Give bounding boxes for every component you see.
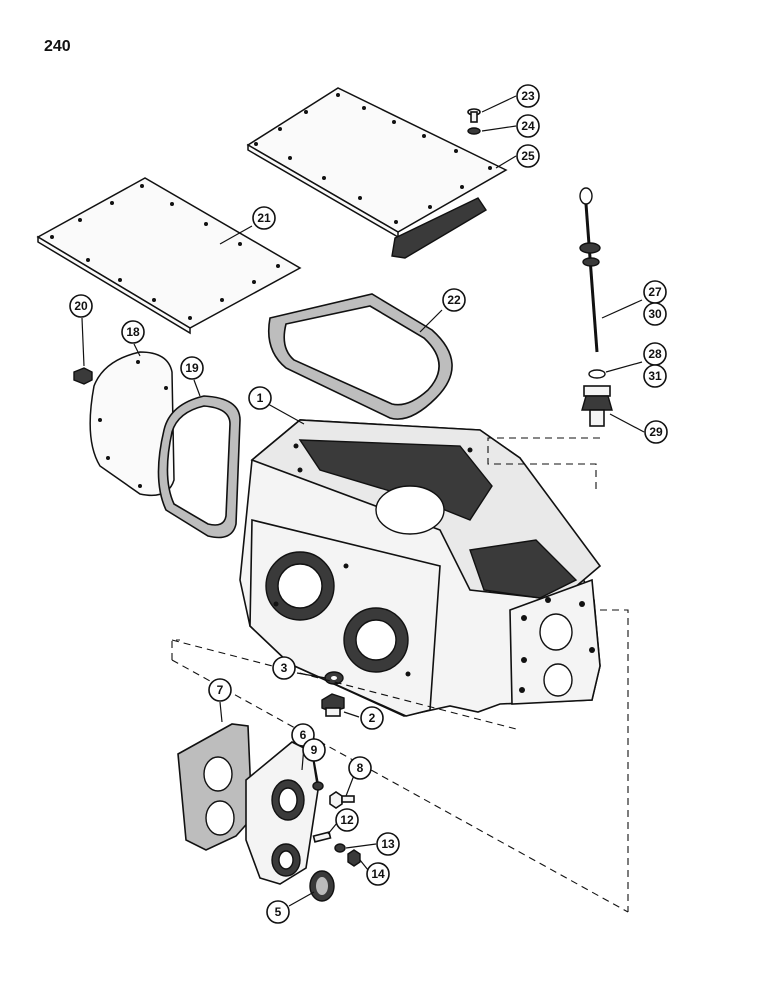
callout-label: 5: [275, 905, 282, 919]
callout-label: 9: [311, 743, 318, 757]
callout-label: 29: [649, 425, 663, 439]
callout-19: 19: [180, 356, 204, 380]
callout-21: 21: [252, 206, 276, 230]
leader-lines: [81, 95, 645, 907]
bolt-23: [467, 108, 481, 123]
washer-24: [467, 127, 481, 135]
callout-24: 24: [516, 114, 540, 138]
callout-label: 20: [74, 299, 88, 313]
callout-31: 31: [643, 364, 667, 388]
callout-1: 1: [248, 386, 272, 410]
callout-label: 25: [521, 149, 535, 163]
stud-12: [312, 831, 332, 843]
callout-2: 2: [360, 706, 384, 730]
callout-label: 6: [300, 728, 307, 742]
callout-label: 2: [369, 711, 376, 725]
gasket-22: [267, 293, 453, 420]
washer-13: [334, 843, 346, 853]
bolt-8: [329, 791, 355, 809]
alignment-lines: [171, 437, 629, 913]
seal-5: [309, 870, 335, 902]
callout-label: 31: [648, 369, 662, 383]
callout-label: 12: [340, 813, 354, 827]
callout-label: 8: [357, 761, 364, 775]
callout-12: 12: [335, 808, 359, 832]
callout-18: 18: [121, 320, 145, 344]
callout-27: 27: [643, 280, 667, 304]
callout-label: 23: [521, 89, 535, 103]
cover-plate-25: [246, 87, 508, 259]
callout-label: 18: [126, 325, 140, 339]
callout-9: 9: [302, 738, 326, 762]
callout-14: 14: [366, 862, 390, 886]
callout-25: 25: [516, 144, 540, 168]
dipstick-tube-29: [581, 385, 613, 427]
callout-29: 29: [644, 420, 668, 444]
drain-plug-2: [321, 693, 345, 717]
callout-22: 22: [442, 288, 466, 312]
gasket-7: [177, 723, 253, 851]
callout-label: 24: [521, 119, 535, 133]
callout-28: 28: [643, 342, 667, 366]
washer-3: [324, 671, 344, 685]
callout-label: 1: [257, 391, 264, 405]
callout-7: 7: [208, 678, 232, 702]
callout-label: 19: [185, 361, 199, 375]
bolt-20: [73, 367, 93, 385]
page-number: 240: [44, 38, 71, 55]
callout-20: 20: [69, 294, 93, 318]
cover-6: [245, 741, 319, 885]
callout-3: 3: [272, 656, 296, 680]
callout-label: 13: [381, 837, 395, 851]
callout-label: 28: [648, 347, 662, 361]
callout-label: 14: [371, 867, 385, 881]
nut-14: [347, 849, 361, 867]
o-ring-28: [588, 369, 606, 379]
callout-label: 21: [257, 211, 271, 225]
transmission-housing-1: [239, 419, 602, 717]
callout-label: 27: [648, 285, 662, 299]
callout-label: 7: [217, 683, 224, 697]
cover-plate-21: [36, 177, 302, 335]
callout-label: 3: [281, 661, 288, 675]
callout-5: 5: [266, 900, 290, 924]
callout-label: 22: [447, 293, 461, 307]
callout-23: 23: [516, 84, 540, 108]
callout-30: 30: [643, 302, 667, 326]
dipstick-27: [579, 187, 601, 353]
callout-8: 8: [348, 756, 372, 780]
callout-label: 30: [648, 307, 662, 321]
callout-13: 13: [376, 832, 400, 856]
gasket-19: [157, 395, 241, 539]
washer-9: [312, 781, 324, 791]
